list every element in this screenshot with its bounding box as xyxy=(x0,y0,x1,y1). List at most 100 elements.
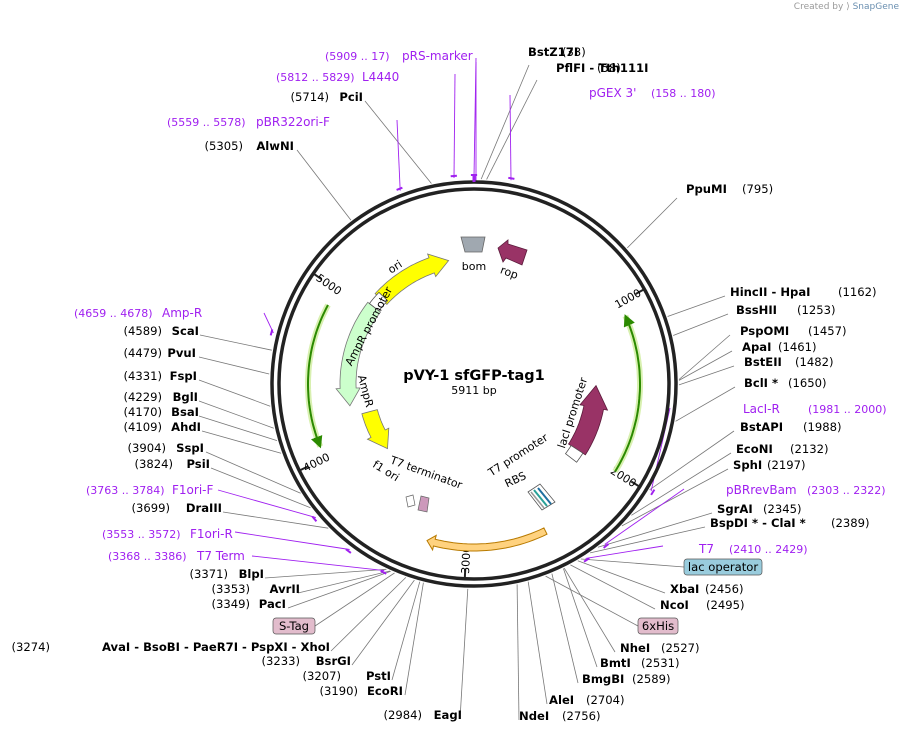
green-arc xyxy=(614,314,641,473)
enzyme-name: BspDI * - ClaI * xyxy=(710,516,806,530)
enzyme-position: (1461) xyxy=(778,340,817,354)
primer-name: T7 Term xyxy=(196,549,245,563)
snapgene-credit: Created by ⟩ SnapGene xyxy=(794,2,899,12)
enzyme-position: (5305) xyxy=(204,139,243,153)
enzyme-leader-line xyxy=(297,570,390,594)
enzyme-leader-line xyxy=(551,573,579,684)
primer-range: (3553 .. 3572) xyxy=(102,528,181,541)
scale-tick-mark xyxy=(630,480,641,488)
enzyme-position: (4170) xyxy=(123,405,162,419)
enzyme-name: PsiI xyxy=(187,457,210,471)
green-arc xyxy=(307,304,329,449)
bom-feature xyxy=(460,236,486,253)
primer-name: F1ori-F xyxy=(172,483,213,497)
enzyme-position: (2389) xyxy=(831,516,870,530)
primer-range: (158 .. 180) xyxy=(651,87,716,100)
enzyme-position: (3233) xyxy=(261,654,300,668)
enzyme-name: EcoNI xyxy=(736,442,773,456)
enzyme-name: BglI xyxy=(173,390,198,404)
tag-label: 6xHis xyxy=(642,619,674,633)
primer-site-marker xyxy=(450,174,457,178)
primer-leader-line xyxy=(251,555,385,572)
enzyme-leader-line xyxy=(459,588,469,720)
primer-range: (5909 .. 17) xyxy=(325,50,390,63)
credit-brand: SnapGene xyxy=(852,2,899,12)
enzyme-name: BmgBI xyxy=(582,672,624,686)
enzyme-position: (3353) xyxy=(211,582,250,596)
enzyme-name: SspI xyxy=(176,441,204,455)
primer-name: pGEX 3' xyxy=(589,86,636,100)
t7-terminator-feature xyxy=(417,495,430,513)
enzyme-leader-line xyxy=(222,511,329,529)
enzyme-leader-line xyxy=(287,570,391,609)
enzyme-name: PciI xyxy=(339,90,363,104)
enzyme-position: (2495) xyxy=(706,598,745,612)
tag-leader-line xyxy=(545,575,639,627)
outer-labels: BstZ17I(33)PflFI - Tth111I(58)PpuMI(795)… xyxy=(11,45,886,723)
bom-label: bom xyxy=(462,260,486,273)
tag-leader-line xyxy=(580,558,685,568)
enzyme-position: (2197) xyxy=(767,458,806,472)
primer-leader-line xyxy=(234,531,350,550)
enzyme-name: PflFI - Tth111I xyxy=(556,61,648,75)
enzyme-leader-line xyxy=(351,579,415,666)
plasmid-name: pVY-1 sfGFP-tag1 xyxy=(403,368,544,384)
enzyme-leader-line xyxy=(480,64,530,180)
enzyme-position: (2589) xyxy=(632,672,671,686)
leader-lines xyxy=(198,57,736,721)
enzyme-name: BsrGI xyxy=(316,654,351,668)
enzyme-position: (5714) xyxy=(290,90,329,104)
enzyme-position: (2531) xyxy=(641,656,680,670)
ampr-promoter-feature xyxy=(368,291,389,312)
enzyme-leader-line xyxy=(198,415,278,441)
enzyme-name: PstI xyxy=(366,669,391,683)
enzyme-leader-line xyxy=(198,379,271,407)
enzyme-position: (4109) xyxy=(123,420,162,434)
enzyme-leader-line xyxy=(678,365,735,386)
enzyme-name: PpuMI xyxy=(686,182,727,196)
enzyme-name: BclI * xyxy=(744,376,778,390)
primer-name: Amp-R xyxy=(162,306,202,320)
enzyme-position: (1162) xyxy=(838,285,877,299)
enzyme-position: (2456) xyxy=(705,582,744,596)
enzyme-name: AvaI - BsoBI - PaeR7I - PspXI - XhoI xyxy=(102,640,330,654)
enzyme-name: BssHII xyxy=(736,303,777,317)
enzyme-name: AhdI xyxy=(171,420,201,434)
ampr-promoter-label: AmpR promoter xyxy=(343,284,396,368)
primer-range: (5559 .. 5578) xyxy=(167,116,246,129)
enzyme-name: BsaI xyxy=(171,405,199,419)
rop-feature xyxy=(497,239,528,266)
enzyme-name: HincII - HpaI xyxy=(730,285,810,299)
enzyme-leader-line xyxy=(631,452,732,516)
enzyme-leader-line xyxy=(621,468,729,527)
enzyme-leader-line xyxy=(597,512,713,548)
enzyme-leader-line xyxy=(198,400,274,429)
enzyme-leader-line xyxy=(673,313,729,336)
enzyme-position: (33) xyxy=(562,45,586,59)
primer-range: (5812 .. 5829) xyxy=(276,71,355,84)
enzyme-position: (2704) xyxy=(586,693,625,707)
primer-site-marker xyxy=(345,548,352,554)
enzyme-name: BstZ17I xyxy=(528,45,578,59)
enzyme-name: EagI xyxy=(434,708,462,722)
enzyme-name: BstAPI xyxy=(740,420,783,434)
laci-label: lacI xyxy=(592,357,608,378)
enzyme-leader-line xyxy=(199,334,272,351)
credit-prefix: Created by xyxy=(793,2,844,12)
enzyme-name: NheI xyxy=(620,641,650,655)
enzyme-position: (3274) xyxy=(11,640,50,654)
tag-box xyxy=(683,558,763,576)
primer-name: LacI-R xyxy=(743,402,780,416)
primer-site-marker xyxy=(269,329,274,336)
enzyme-leader-line xyxy=(675,386,736,422)
enzyme-leader-line xyxy=(577,560,666,594)
enzyme-position: (795) xyxy=(742,182,773,196)
primer-leader-line xyxy=(396,119,401,191)
enzyme-leader-line xyxy=(527,581,548,705)
rop-label: rop xyxy=(499,264,520,282)
enzyme-leader-line xyxy=(486,79,538,180)
primer-range: (4659 .. 4678) xyxy=(74,307,153,320)
f1-ori-feature xyxy=(361,409,390,450)
